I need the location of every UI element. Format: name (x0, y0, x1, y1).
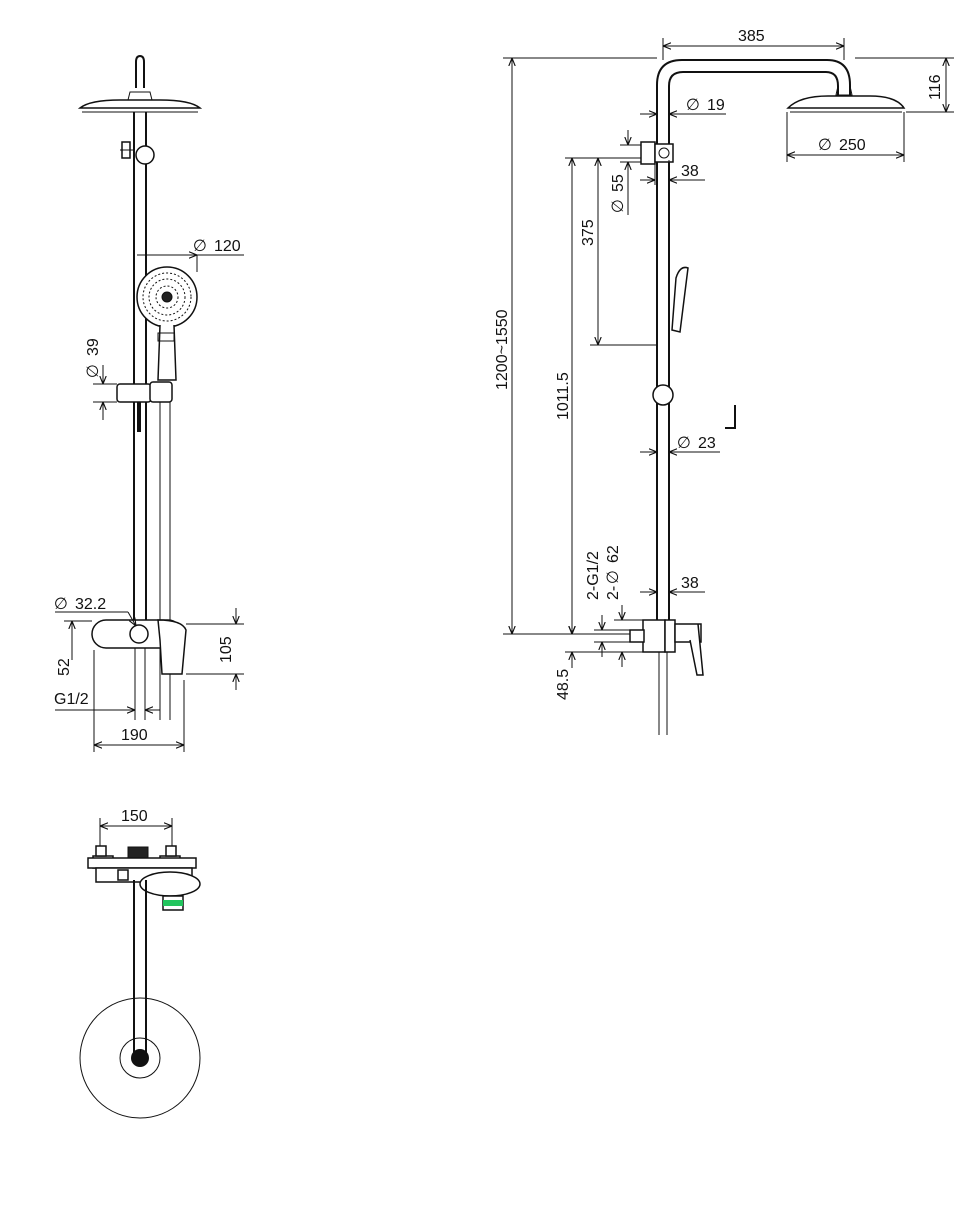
dim-375: 375 (580, 157, 657, 346)
front-view: ∅ 120 ∅ 39 ∅ 32.2 52 105 (54, 54, 244, 752)
dim-120: ∅ 120 (137, 238, 244, 272)
dia-symbol: ∅ (54, 596, 68, 613)
dim-text-105: 105 (218, 636, 235, 663)
dim-text-g12-2: 2-G1/2 (585, 551, 602, 600)
dim-32-2: ∅ 32.2 (54, 596, 136, 626)
dim-g12: G1/2 (54, 691, 160, 710)
slide-bracket (116, 381, 173, 432)
dim-text-1011-5: 1011.5 (555, 372, 572, 420)
dim-38-top: 38 (640, 160, 705, 185)
dim-62: 2- ∅ 62 (605, 545, 643, 667)
dim-38-bottom: 38 (640, 575, 705, 618)
dim-text-g12: G1/2 (54, 691, 89, 708)
dia-symbol: ∅ (610, 199, 627, 213)
dim-116: 116 (855, 57, 954, 113)
dim-text-150: 150 (121, 808, 148, 825)
dim-105: 105 (186, 608, 244, 690)
dia-symbol: ∅ (677, 435, 691, 452)
hand-shower (136, 266, 198, 381)
top-holder (120, 141, 155, 165)
dim-39: ∅ 39 (85, 338, 117, 420)
dim-text-39: 39 (85, 338, 102, 356)
dia-symbol: ∅ (85, 364, 102, 378)
dim-250: ∅ 250 (786, 112, 905, 162)
dim-text-120: 120 (214, 238, 241, 255)
dim-text-55: 55 (610, 174, 627, 192)
dim-text-62-prefix: 2- (605, 586, 622, 600)
dim-385: 385 (662, 28, 845, 60)
dim-text-38-top: 38 (681, 163, 699, 180)
dia-symbol: ∅ (193, 238, 207, 255)
rain-shower-head (77, 54, 203, 113)
mixer-body (91, 619, 187, 720)
dim-55: ∅ 55 (610, 130, 641, 215)
dim-text-19: 19 (707, 97, 725, 114)
green-accent (163, 900, 183, 906)
dim-1011-5: 1011.5 (555, 157, 590, 634)
dia-symbol: ∅ (818, 137, 832, 154)
dim-text-385: 385 (738, 28, 765, 45)
dim-1200-1550: 1200~1550 (494, 57, 657, 635)
dim-text-116: 116 (927, 74, 944, 100)
dim-190: 190 (93, 650, 185, 752)
dim-text-32-2: 32.2 (75, 596, 106, 613)
dim-g12-2: 2-G1/2 (585, 551, 630, 657)
dim-text-38-bottom: 38 (681, 575, 699, 592)
dim-text-1200-1550: 1200~1550 (494, 309, 511, 390)
dim-text-23: 23 (698, 435, 716, 452)
dim-text-52: 52 (56, 658, 73, 676)
dim-text-48-5: 48.5 (555, 669, 572, 700)
dim-19: ∅ 19 (640, 97, 726, 114)
side-view: 385 116 ∅ 19 ∅ 250 38 (494, 28, 954, 735)
dim-text-190: 190 (121, 727, 148, 744)
dim-48-5: 48.5 (555, 618, 643, 700)
dim-52: 52 (56, 620, 92, 676)
dia-symbol: ∅ (605, 570, 622, 584)
top-view: 150 (79, 808, 201, 1119)
dim-text-250: 250 (839, 137, 866, 154)
dia-symbol: ∅ (686, 97, 700, 114)
dim-150: 150 (99, 808, 173, 848)
dim-23: ∅ 23 (640, 435, 720, 452)
dim-text-375: 375 (580, 219, 597, 246)
dim-text-62: 62 (605, 545, 622, 563)
